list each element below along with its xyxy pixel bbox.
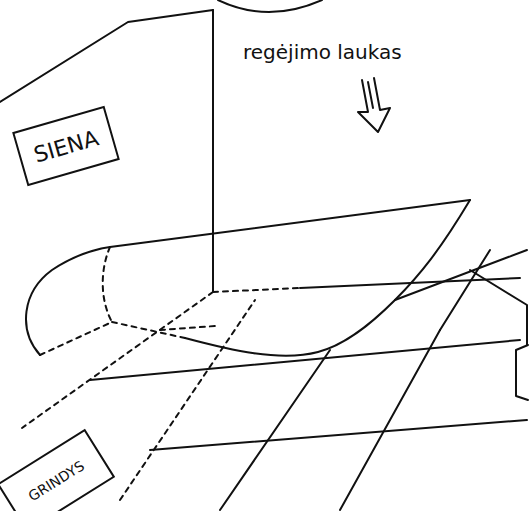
top-arc (218, 0, 322, 12)
floor-grid (90, 250, 527, 510)
field-of-view (26, 200, 527, 356)
partial-object (516, 345, 528, 400)
floor-sign: GRINDYS (0, 429, 115, 511)
wall-sign: SIENA (12, 106, 120, 186)
caption-label: regėjimo laukas (240, 40, 405, 64)
floor-back-edge (213, 288, 300, 292)
floor-wall-edge (22, 292, 213, 428)
sign-text: SIENA (31, 125, 101, 167)
pointer-arrow (358, 78, 390, 132)
wall-corner (212, 10, 214, 292)
sign-text: GRINDYS (25, 457, 87, 504)
wall-top-edge (0, 10, 213, 102)
